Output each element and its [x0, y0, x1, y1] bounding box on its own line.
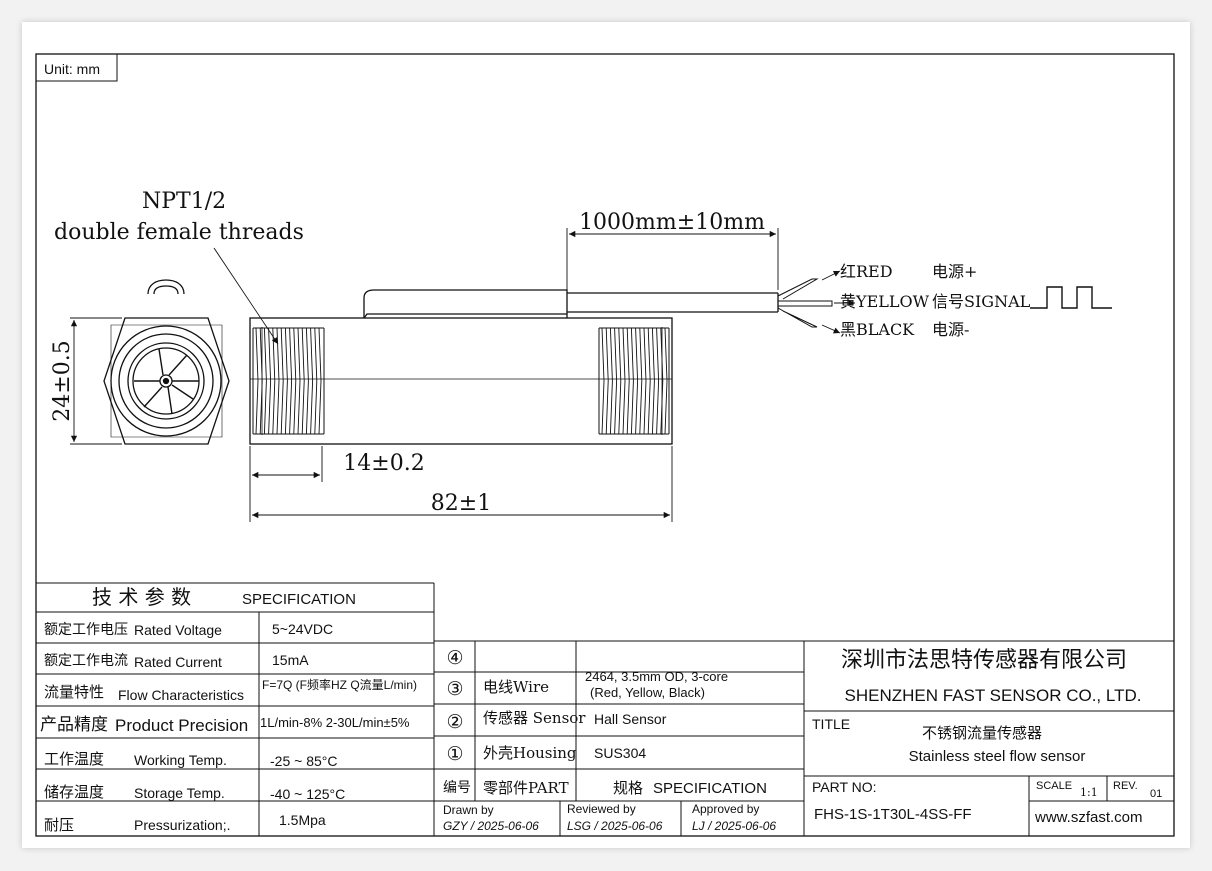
spec-row-7-value: 1.5Mpa [279, 812, 326, 828]
end-view [103, 279, 230, 445]
spec-row-3-value: F=7Q (F频率HZ Q流量L/min) [262, 677, 417, 692]
spec-row-2-en: Rated Current [134, 654, 222, 670]
part-2-num: ② [446, 712, 463, 733]
drawing-canvas: Unit: mm 24±0.5 [35, 53, 1175, 837]
spec-row-1-en: Rated Voltage [134, 622, 222, 638]
height-dim-label: 24±0.5 [50, 340, 75, 421]
part-3-num: ③ [446, 679, 463, 700]
spec-row-1-cn: 额定工作电压 [44, 622, 128, 638]
spec-row-4-value: 1L/min-8% 2-30L/min±5% [260, 715, 410, 730]
spec-header-en: SPECIFICATION [242, 591, 356, 608]
spec-row-6-en: Storage Temp. [134, 785, 225, 801]
thread-length-label: 14±0.2 [343, 451, 424, 476]
cable-length-dimension [566, 228, 779, 290]
height-dimension [70, 317, 122, 445]
title-block-grid [804, 710, 1174, 836]
website: www.szfast.com [1034, 809, 1143, 826]
title-label: TITLE [812, 716, 850, 732]
thread-note-line1: NPT1/2 [142, 189, 226, 214]
wire-black-label: 黑BLACK [840, 320, 915, 339]
thread-note-line2: double female threads [54, 220, 304, 245]
drawn-by-label: Drawn by [443, 803, 494, 817]
spec-row-6-value: -40 ~ 125°C [270, 786, 345, 802]
unit-box [35, 53, 118, 82]
wire-red-label: 红RED [840, 262, 893, 281]
part-2-name: 传感器 Sensor [483, 709, 586, 727]
spec-row-2-cn: 额定工作电流 [44, 653, 128, 669]
company-name-cn: 深圳市法思特传感器有限公司 [841, 648, 1127, 673]
part-2-spec: Hall Sensor [594, 711, 667, 727]
thread-left [252, 327, 325, 435]
drawing-frame [35, 53, 1175, 837]
wire-callouts [821, 270, 855, 334]
parts-head-num: 编号 [443, 780, 471, 796]
spec-row-5-cn: 工作温度 [44, 750, 104, 768]
parts-head-spec-en: SPECIFICATION [653, 780, 767, 797]
thread-note-leader [213, 247, 279, 345]
reviewed-by-value: LSG / 2025-06-06 [567, 819, 663, 833]
scale-value: 1:1 [1080, 786, 1098, 799]
spec-row-4-cn: 产品精度 [40, 715, 108, 735]
spec-row-5-en: Working Temp. [134, 752, 227, 768]
wire-yellow-func: 信号SIGNAL [932, 292, 1031, 311]
approved-by-value: LJ / 2025-06-06 [692, 819, 776, 833]
spec-row-2-value: 15mA [272, 652, 309, 668]
thread-right [598, 327, 670, 435]
wire-black-func: 电源- [932, 320, 969, 339]
part-3-name: 电线Wire [483, 678, 549, 696]
part-1-num: ① [446, 744, 463, 765]
part-1-name: 外壳Housing [483, 744, 577, 762]
length-dimensions [249, 446, 673, 522]
part-1-spec: SUS304 [594, 745, 646, 761]
approved-by-label: Approved by [692, 802, 759, 816]
rev-value: 01 [1150, 788, 1162, 800]
spec-row-7-en: Pressurization;. [134, 817, 230, 833]
company-name-en: SHENZHEN FAST SENSOR CO., LTD. [845, 686, 1142, 705]
rev-label: REV. [1113, 780, 1138, 792]
spec-row-3-en: Flow Characteristics [118, 687, 244, 703]
spec-row-7-cn: 耐压 [44, 816, 74, 834]
part-no-value: FHS-1S-1T30L-4SS-FF [814, 806, 972, 823]
spec-row-3-cn: 流量特性 [44, 683, 104, 701]
part-3-spec-2: (Red, Yellow, Black) [590, 685, 705, 700]
scale-label: SCALE [1036, 780, 1072, 792]
part-4-num: ④ [446, 648, 463, 669]
part-3-spec: 2464, 3.5mm OD, 3-core [585, 669, 728, 684]
wire-leads [777, 278, 833, 328]
spec-table-grid [36, 582, 435, 836]
unit-label: Unit: mm [44, 61, 100, 77]
wire-red-func: 电源+ [932, 262, 977, 281]
side-view [249, 289, 779, 445]
spec-row-6-cn: 储存温度 [44, 783, 104, 801]
wire-yellow-label: 黄YELLOW [840, 292, 930, 311]
parts-table-grid [434, 640, 1174, 836]
total-length-label: 82±1 [431, 491, 491, 516]
cable-length-label: 1000mm±10mm [579, 210, 765, 235]
spec-header-cn: 技 术 参 数 [92, 585, 191, 609]
parts-head-spec-cn: 规格 [613, 779, 643, 797]
spec-row-4-en: Product Precision [115, 716, 248, 735]
parts-head-part: 零部件PART [483, 779, 569, 797]
spec-row-5-value: -25 ~ 85°C [270, 753, 337, 769]
reviewed-by-label: Reviewed by [567, 802, 636, 816]
title-cn: 不锈钢流量传感器 [922, 724, 1042, 742]
drawn-by-value: GZY / 2025-06-06 [443, 819, 539, 833]
title-en: Stainless steel flow sensor [909, 748, 1086, 765]
drawing-sheet: Unit: mm 24±0.5 [22, 22, 1190, 848]
pulse-signal-icon [1030, 286, 1112, 309]
spec-row-1-value: 5~24VDC [272, 621, 333, 637]
part-no-label: PART NO: [812, 779, 877, 795]
